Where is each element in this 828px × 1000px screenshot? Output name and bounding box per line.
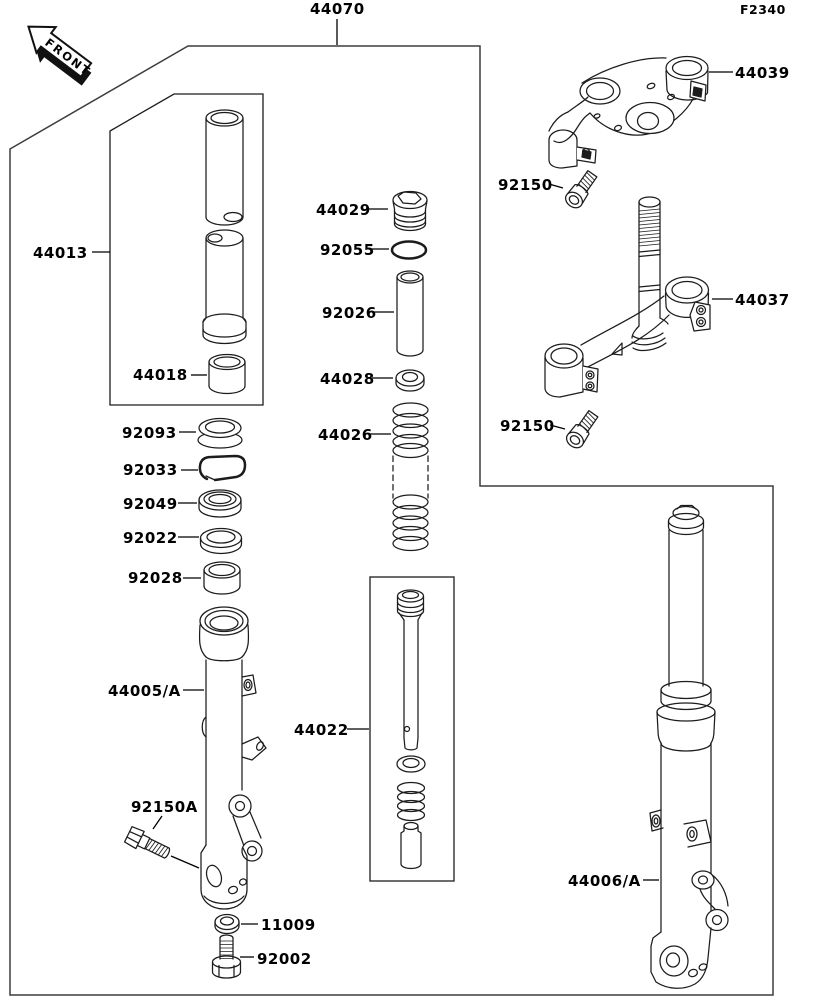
part-outer-tube-left: 44005/A (108, 606, 267, 910)
part-label-92026[interactable]: 92026 (322, 304, 377, 322)
part-drain-bolt: 92002 (211, 934, 312, 979)
part-fork-assembly-right: 44006/A (568, 504, 729, 989)
spring-seat-washer-art (395, 369, 425, 392)
upper-fork-holder-art (548, 55, 709, 169)
drain-bolt-art (211, 934, 242, 979)
part-fork-cap-bolt: 44029 (316, 190, 428, 232)
dust-seal-art (197, 417, 243, 449)
part-axle-clamp-bolt: 92150A (123, 798, 200, 869)
snap-ring-art (198, 454, 247, 482)
axle-clamp-bolt-art (123, 826, 171, 859)
part-label-44070[interactable]: 44070 (310, 0, 365, 18)
damper-rod-set-box (369, 576, 455, 882)
part-damper-rod-set: 44022 (294, 576, 455, 882)
part-label-92022[interactable]: 92022 (123, 529, 178, 547)
lower-fork-holder-art (544, 196, 711, 398)
fork-spring-art (392, 402, 429, 552)
part-label-44013[interactable]: 44013 (33, 244, 88, 262)
part-dust-seal: 92093 (122, 417, 243, 449)
spacer-tube-art (396, 270, 424, 357)
damper-rod-set-art (396, 589, 426, 870)
part-lower-holder-bolt: 92150 (500, 407, 602, 452)
page-border (9, 45, 774, 996)
fork-cap-bolt-art (392, 190, 428, 232)
part-o-ring: 92055 (320, 240, 428, 260)
part-label-92150A[interactable]: 92150A (131, 798, 198, 816)
part-label-92150-lower[interactable]: 92150 (500, 417, 555, 435)
oil-seal-art (198, 489, 242, 518)
part-label-44028[interactable]: 44028 (320, 370, 375, 388)
part-seal-washer: 92022 (123, 527, 243, 555)
part-fork-spring: 44026 (318, 402, 429, 552)
leader-92150A-a (152, 815, 163, 830)
leader-92150A-b (170, 855, 200, 869)
part-label-44026[interactable]: 44026 (318, 426, 373, 444)
inner-tube-lower-art (202, 229, 247, 345)
part-spring-seat-washer: 44028 (320, 369, 425, 392)
part-label-44018[interactable]: 44018 (133, 366, 188, 384)
guide-bushing-art (208, 353, 246, 395)
part-label-11009[interactable]: 11009 (261, 916, 316, 934)
part-lower-fork-holder: 44037 (544, 196, 790, 398)
part-label-44039[interactable]: 44039 (735, 64, 790, 82)
part-label-92033[interactable]: 92033 (123, 461, 178, 479)
leader-92150-upper (548, 183, 564, 189)
inner-tube-set-box (109, 93, 264, 406)
part-label-44006A[interactable]: 44006/A (568, 872, 641, 890)
part-drain-gasket: 11009 (214, 913, 316, 935)
part-label-92028[interactable]: 92028 (128, 569, 183, 587)
part-label-44005A[interactable]: 44005/A (108, 682, 181, 700)
part-label-92093[interactable]: 92093 (122, 424, 177, 442)
part-inner-tube-set: 44013 (33, 93, 264, 406)
outer-tube-left-art (198, 606, 267, 910)
upper-holder-bolt-art (561, 167, 601, 212)
fork-assembly-right-art (649, 504, 729, 989)
part-label-44022[interactable]: 44022 (294, 721, 349, 739)
part-label-92049[interactable]: 92049 (123, 495, 178, 513)
drain-gasket-art (214, 913, 240, 935)
part-upper-holder-bolt: 92150 (498, 167, 601, 212)
part-outer-bushing: 92028 (128, 561, 241, 595)
part-label-44037[interactable]: 44037 (735, 291, 790, 309)
part-snap-ring: 92033 (123, 454, 247, 482)
front-arrow: FRONT (27, 25, 94, 86)
part-label-92150-upper[interactable]: 92150 (498, 176, 553, 194)
front-arrow-shape (27, 25, 93, 79)
figure-code: F2340 (740, 2, 786, 17)
part-label-44029[interactable]: 44029 (316, 201, 371, 219)
part-spacer-tube: 92026 (322, 270, 424, 357)
o-ring-art (390, 240, 428, 260)
part-fork-assembly: 44070 (310, 0, 365, 45)
part-oil-seal: 92049 (123, 489, 242, 518)
part-label-92055[interactable]: 92055 (320, 241, 375, 259)
lower-holder-bolt-art (562, 407, 602, 452)
leader-92150-lower (549, 424, 566, 430)
part-upper-fork-holder: 44039 (548, 55, 790, 169)
seal-washer-art (199, 527, 243, 555)
part-guide-bushing: 44018 (133, 353, 246, 395)
outer-bushing-art (203, 561, 241, 595)
part-label-92002[interactable]: 92002 (257, 950, 312, 968)
inner-tube-upper-art (205, 109, 244, 226)
